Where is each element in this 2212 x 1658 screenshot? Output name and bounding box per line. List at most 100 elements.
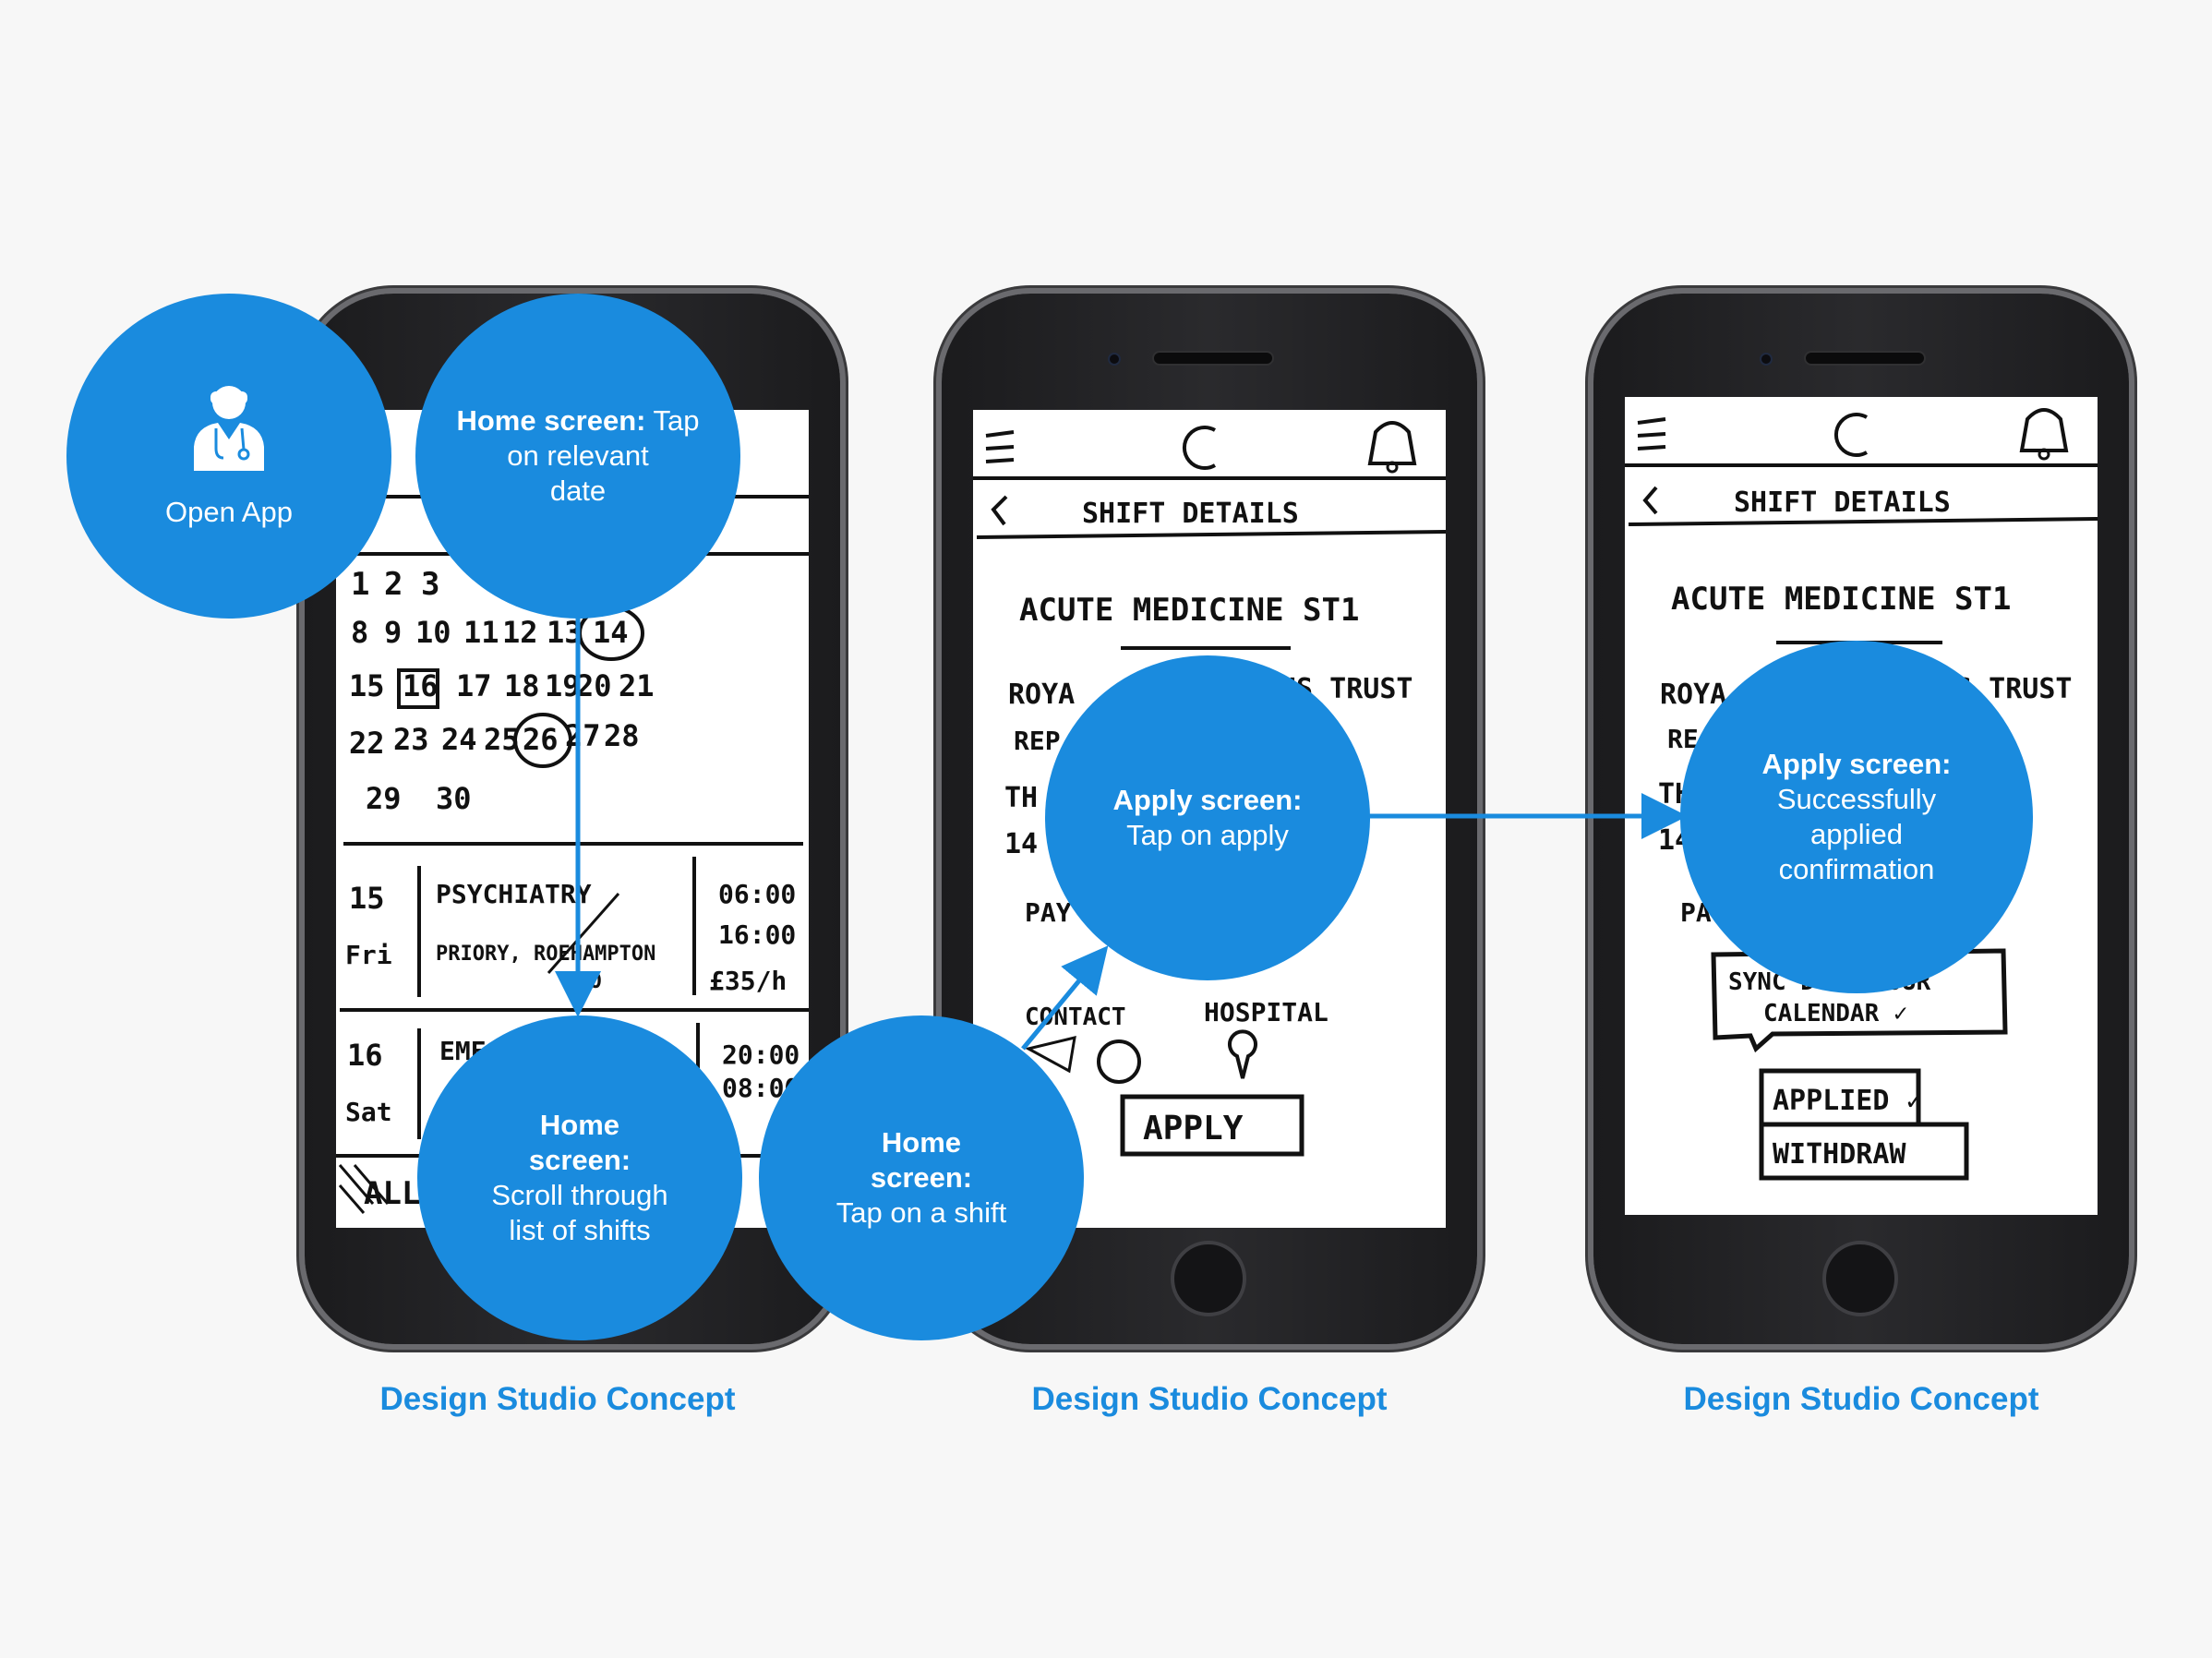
calendar-day[interactable]: 9 [384, 615, 402, 650]
calendar-day[interactable]: 21 [619, 668, 655, 703]
shift-specialty: PSYCHIATRY [436, 879, 592, 909]
header-title: SHIFT DETAILS [1734, 487, 1951, 519]
calendar-day[interactable]: 10 [415, 615, 451, 650]
detail-line: TH [1004, 782, 1038, 814]
calendar-day[interactable]: 23 [393, 722, 429, 757]
step-text: list of shifts [509, 1214, 651, 1246]
calendar-day[interactable]: 29 [366, 781, 402, 816]
step-title: Apply screen: [1761, 748, 1952, 780]
calendar-row-4: 22 23 24 25 26 27 28 [349, 718, 640, 761]
home-button [1171, 1241, 1246, 1316]
step-scroll-shifts: Home screen: Scroll through list of shif… [417, 1015, 742, 1340]
logo-icon [1833, 413, 1869, 457]
earpiece-speaker [1804, 351, 1926, 366]
organisation-text: ROYA [1008, 679, 1075, 711]
front-camera [1760, 353, 1773, 366]
calendar-day[interactable]: 11 [463, 615, 499, 650]
step-tap-apply: Apply screen: Tap on apply [1045, 655, 1370, 980]
calendar-day[interactable]: 19 [545, 668, 581, 703]
apply-button-label: APPLY [1143, 1110, 1244, 1147]
earpiece-speaker [1152, 351, 1274, 366]
step-text: Tap on apply [1126, 819, 1289, 851]
doctor-icon [194, 386, 264, 471]
step-title: screen: [870, 1161, 973, 1194]
calendar-day[interactable]: 12 [502, 615, 538, 650]
step-tap-shift: Home screen: Tap on a shift [759, 1015, 1084, 1340]
bell-icon[interactable] [2019, 408, 2069, 461]
organisation-text: ROYA [1660, 679, 1726, 711]
shift-end: 16:00 [718, 919, 796, 950]
front-camera [1108, 353, 1121, 366]
step-text: Successfully [1776, 783, 1937, 815]
shift-day: 15 [349, 881, 385, 916]
step-text: confirmation [1778, 853, 1935, 885]
calendar-day[interactable]: 18 [504, 668, 540, 703]
calendar-row-3: 15 16 17 18 19 20 21 [349, 668, 655, 703]
calendar-day-selected[interactable]: 14 [593, 615, 629, 650]
step-title: Apply screen: [1112, 784, 1303, 816]
step-applied-confirmation: Apply screen: Successfully applied confi… [1680, 641, 2033, 993]
shift-rate: £35/h [709, 966, 787, 996]
applied-button-label: APPLIED ✓ [1773, 1085, 1923, 1117]
contact-label: CONTACT [1025, 1003, 1126, 1031]
pay-label: PAY [1025, 897, 1072, 928]
job-title: ACUTE MEDICINE ST1 [1671, 581, 2011, 618]
map-pin-icon[interactable] [1228, 1029, 1257, 1079]
back-chevron-icon[interactable] [991, 495, 1008, 526]
shift-row-psychiatry[interactable]: 15 Fri PSYCHIATRY PRIORY, ROEHAMPTON SHO… [345, 857, 796, 997]
calendar-row-1[interactable]: 1 [351, 566, 369, 603]
sync-message-line: CALENDAR ✓ [1763, 1000, 1908, 1027]
caption-shift-details: Design Studio Concept [1031, 1381, 1388, 1417]
step-text: applied [1810, 818, 1903, 850]
hamburger-icon[interactable] [985, 430, 1015, 463]
calendar-day[interactable]: 22 [349, 726, 385, 761]
withdraw-button-label: WITHDRAW [1773, 1138, 1906, 1171]
shift-weekday: Fri [345, 940, 392, 970]
step-title: Home screen: [456, 404, 646, 437]
caption-home: Design Studio Concept [379, 1381, 736, 1417]
back-chevron-icon[interactable] [1642, 486, 1658, 515]
calendar-day-selected[interactable]: 26 [523, 722, 559, 757]
withdraw-button[interactable]: WITHDRAW [1759, 1122, 1969, 1181]
shift-day: 16 [347, 1038, 383, 1073]
caption-applied: Design Studio Concept [1683, 1381, 2039, 1417]
step-title: Home [881, 1126, 962, 1159]
shift-start: 06:00 [718, 879, 796, 909]
hospital-label: HOSPITAL [1204, 997, 1328, 1027]
shift-weekday: Sat [345, 1097, 392, 1127]
calendar-day-boxed[interactable]: 16 [403, 668, 439, 703]
calendar-row-5: 29 30 [366, 781, 472, 816]
step-text: Tap [653, 404, 700, 437]
step-label: Open App [165, 496, 293, 528]
detail-line: REP [1014, 726, 1061, 756]
bell-icon[interactable] [1367, 421, 1417, 474]
step-title: screen: [528, 1144, 631, 1176]
calendar-row-2: 8 9 10 11 12 13 14 [351, 615, 629, 650]
shift-place: PRIORY, ROEHAMPTON [436, 943, 655, 966]
job-title: ACUTE MEDICINE ST1 [1019, 592, 1359, 629]
calendar-day[interactable]: 15 [349, 668, 385, 703]
tab-all[interactable]: ALL [364, 1175, 420, 1212]
detail-line: 14 [1004, 828, 1038, 860]
calendar-day[interactable]: 28 [604, 718, 640, 753]
step-title: Home [539, 1109, 620, 1141]
step-tap-date: Home screen: Tap on relevant date [415, 294, 740, 619]
calendar-day[interactable]: 30 [436, 781, 472, 816]
home-button [1822, 1241, 1898, 1316]
calendar-day[interactable]: 2 [384, 566, 403, 603]
calendar-day[interactable]: 3 [421, 566, 439, 603]
step-text: date [549, 475, 607, 507]
hamburger-icon[interactable] [1637, 417, 1666, 451]
applied-button: APPLIED ✓ [1759, 1068, 1923, 1127]
shift-start: 20:00 [722, 1039, 799, 1070]
header-title: SHIFT DETAILS [1082, 498, 1299, 530]
calendar-day[interactable]: 20 [576, 668, 612, 703]
step-text: on relevant [507, 439, 649, 472]
calendar-day[interactable]: 24 [441, 722, 477, 757]
shift-grade: SHO [565, 970, 602, 993]
apply-button[interactable]: APPLY [1120, 1094, 1304, 1157]
calendar-day[interactable]: 17 [456, 668, 492, 703]
calendar-day[interactable]: 13 [547, 615, 583, 650]
calendar-day[interactable]: 8 [351, 615, 368, 650]
phone-call-icon[interactable] [1097, 1039, 1141, 1084]
